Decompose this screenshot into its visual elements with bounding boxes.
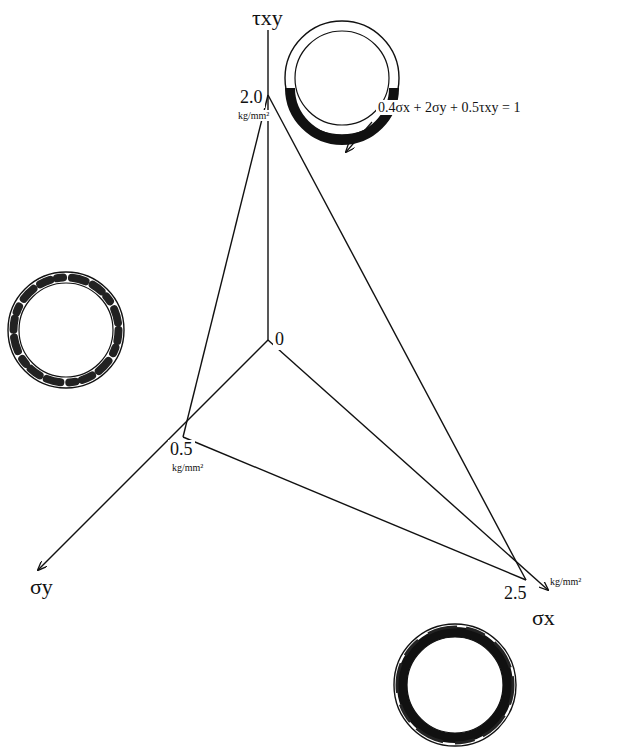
unit-label: kg/mm² [170, 462, 205, 473]
equation-label: 0.4σx + 2σy + 0.5τxy = 1 [376, 100, 522, 115]
ring-section-top [285, 21, 399, 140]
tick-value: 2.5 [502, 584, 529, 604]
unit-label: kg/mm² [236, 110, 271, 121]
axes [38, 14, 548, 590]
sigma-y-axis [38, 340, 268, 570]
ring-section-bottom [394, 624, 516, 746]
tick-value: 0.5 [168, 440, 195, 460]
yield-plane [183, 95, 526, 580]
axis-label: τxy [250, 6, 285, 30]
ring-section-left [8, 272, 124, 388]
origin-label: 0 [273, 330, 286, 350]
tau-axis [267, 14, 268, 340]
tick-value: 2.0 [238, 88, 265, 108]
sigma-x-axis [268, 340, 548, 590]
axis-label: σx [530, 606, 557, 630]
axis-label: σy [28, 575, 55, 599]
unit-label: kg/mm² [548, 576, 583, 587]
